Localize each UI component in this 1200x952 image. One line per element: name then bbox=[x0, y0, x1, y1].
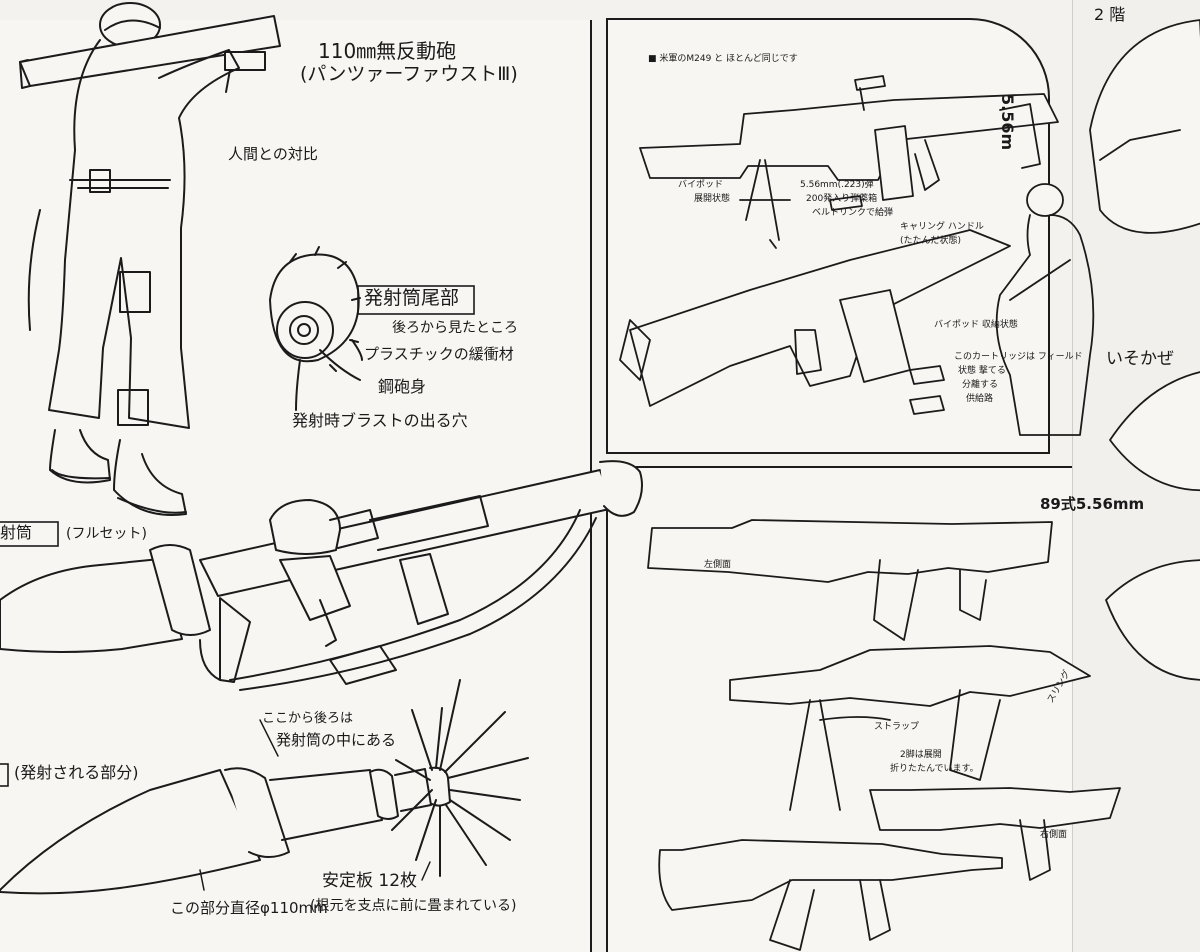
ammo-label-3: ベルトリンクで給弾 bbox=[812, 208, 894, 218]
carry-label-2: (たたんだ状態) bbox=[900, 236, 962, 246]
blast-label: 発射時ブラストの出る穴 bbox=[292, 411, 468, 430]
type89-rifle-bipod bbox=[729, 645, 1091, 811]
carry-label-1: キャリング ハンドル bbox=[900, 222, 984, 232]
link-note-2: 状態 撃てる bbox=[958, 366, 1006, 376]
folded-label-2: 折りたたんでいます。 bbox=[890, 764, 979, 774]
steel-label: 鋼砲身 bbox=[378, 377, 427, 396]
m249-machine-gun-bottom bbox=[619, 195, 1011, 415]
launcher-rear-view bbox=[269, 246, 363, 411]
vehicle-illustration bbox=[1089, 19, 1200, 681]
inside-note-2: 発射筒の中にある bbox=[276, 731, 397, 749]
next-page-floor: 2 階 bbox=[1094, 5, 1126, 24]
launcher-title-line1: 110㎜無反動砲 bbox=[318, 39, 457, 63]
fins-label-1: 安定板 12枚 bbox=[322, 871, 418, 891]
m249-caliber: 5.56m bbox=[998, 94, 1017, 151]
type89-rifle-right bbox=[869, 787, 1121, 881]
m249-header: ■ 米軍のM249 と ほとんど同じです bbox=[648, 54, 798, 64]
right-side-label: 右側面 bbox=[1040, 830, 1068, 840]
bipod-label-1: バイポッド bbox=[678, 180, 724, 190]
soldier-illustration bbox=[19, 2, 281, 516]
folded-label-1: 2脚は展開 bbox=[900, 750, 942, 760]
ammo-label-2: 200発入り弾薬箱 bbox=[806, 194, 878, 204]
panzerfaust-launcher bbox=[0, 460, 643, 691]
left-side-label: 左側面 bbox=[704, 560, 732, 570]
inside-note-1: ここから後ろは bbox=[262, 711, 354, 726]
plastic-label: プラスチックの緩衝材 bbox=[364, 345, 514, 363]
fins-label-2: (根元を支点に前に畳まれている) bbox=[310, 898, 517, 914]
m249-machine-gun-top bbox=[639, 75, 1059, 249]
bipod-fold-label: バイポッド 収納状態 bbox=[934, 320, 1018, 330]
launcher-title-line2: (パンツァーファウストⅢ) bbox=[300, 63, 518, 85]
warhead-label: (発射される部分) bbox=[14, 763, 139, 782]
next-page-name: いそかぜ bbox=[1106, 349, 1174, 369]
launcher-note: (フルセット) bbox=[66, 526, 147, 542]
type89-caliber: 89式5.56mm bbox=[1040, 495, 1145, 513]
link-note-3: 分離する bbox=[962, 380, 999, 390]
rear-box-label: 発射筒尾部 bbox=[364, 287, 460, 309]
launcher-box-label: 射筒 bbox=[0, 523, 33, 542]
strap-label: ストラップ bbox=[874, 722, 920, 732]
rear-view-label: 後ろから見たところ bbox=[392, 320, 518, 336]
ammo-label-1: 5.56mm(.223)弾 bbox=[800, 180, 874, 190]
link-note-4: 供給路 bbox=[966, 394, 994, 404]
type89-rifle-left bbox=[647, 519, 1053, 641]
bipod-label-2: 展開状態 bbox=[694, 194, 731, 204]
link-note-1: このカートリッジは フィールド bbox=[954, 352, 1083, 362]
compare-note: 人間との対比 bbox=[228, 145, 318, 163]
type89-rifle-stock bbox=[658, 839, 1003, 951]
warhead-illustration bbox=[0, 679, 529, 895]
m249-soldier bbox=[995, 183, 1095, 436]
diameter-label: この部分直径φ110mm bbox=[170, 899, 328, 917]
